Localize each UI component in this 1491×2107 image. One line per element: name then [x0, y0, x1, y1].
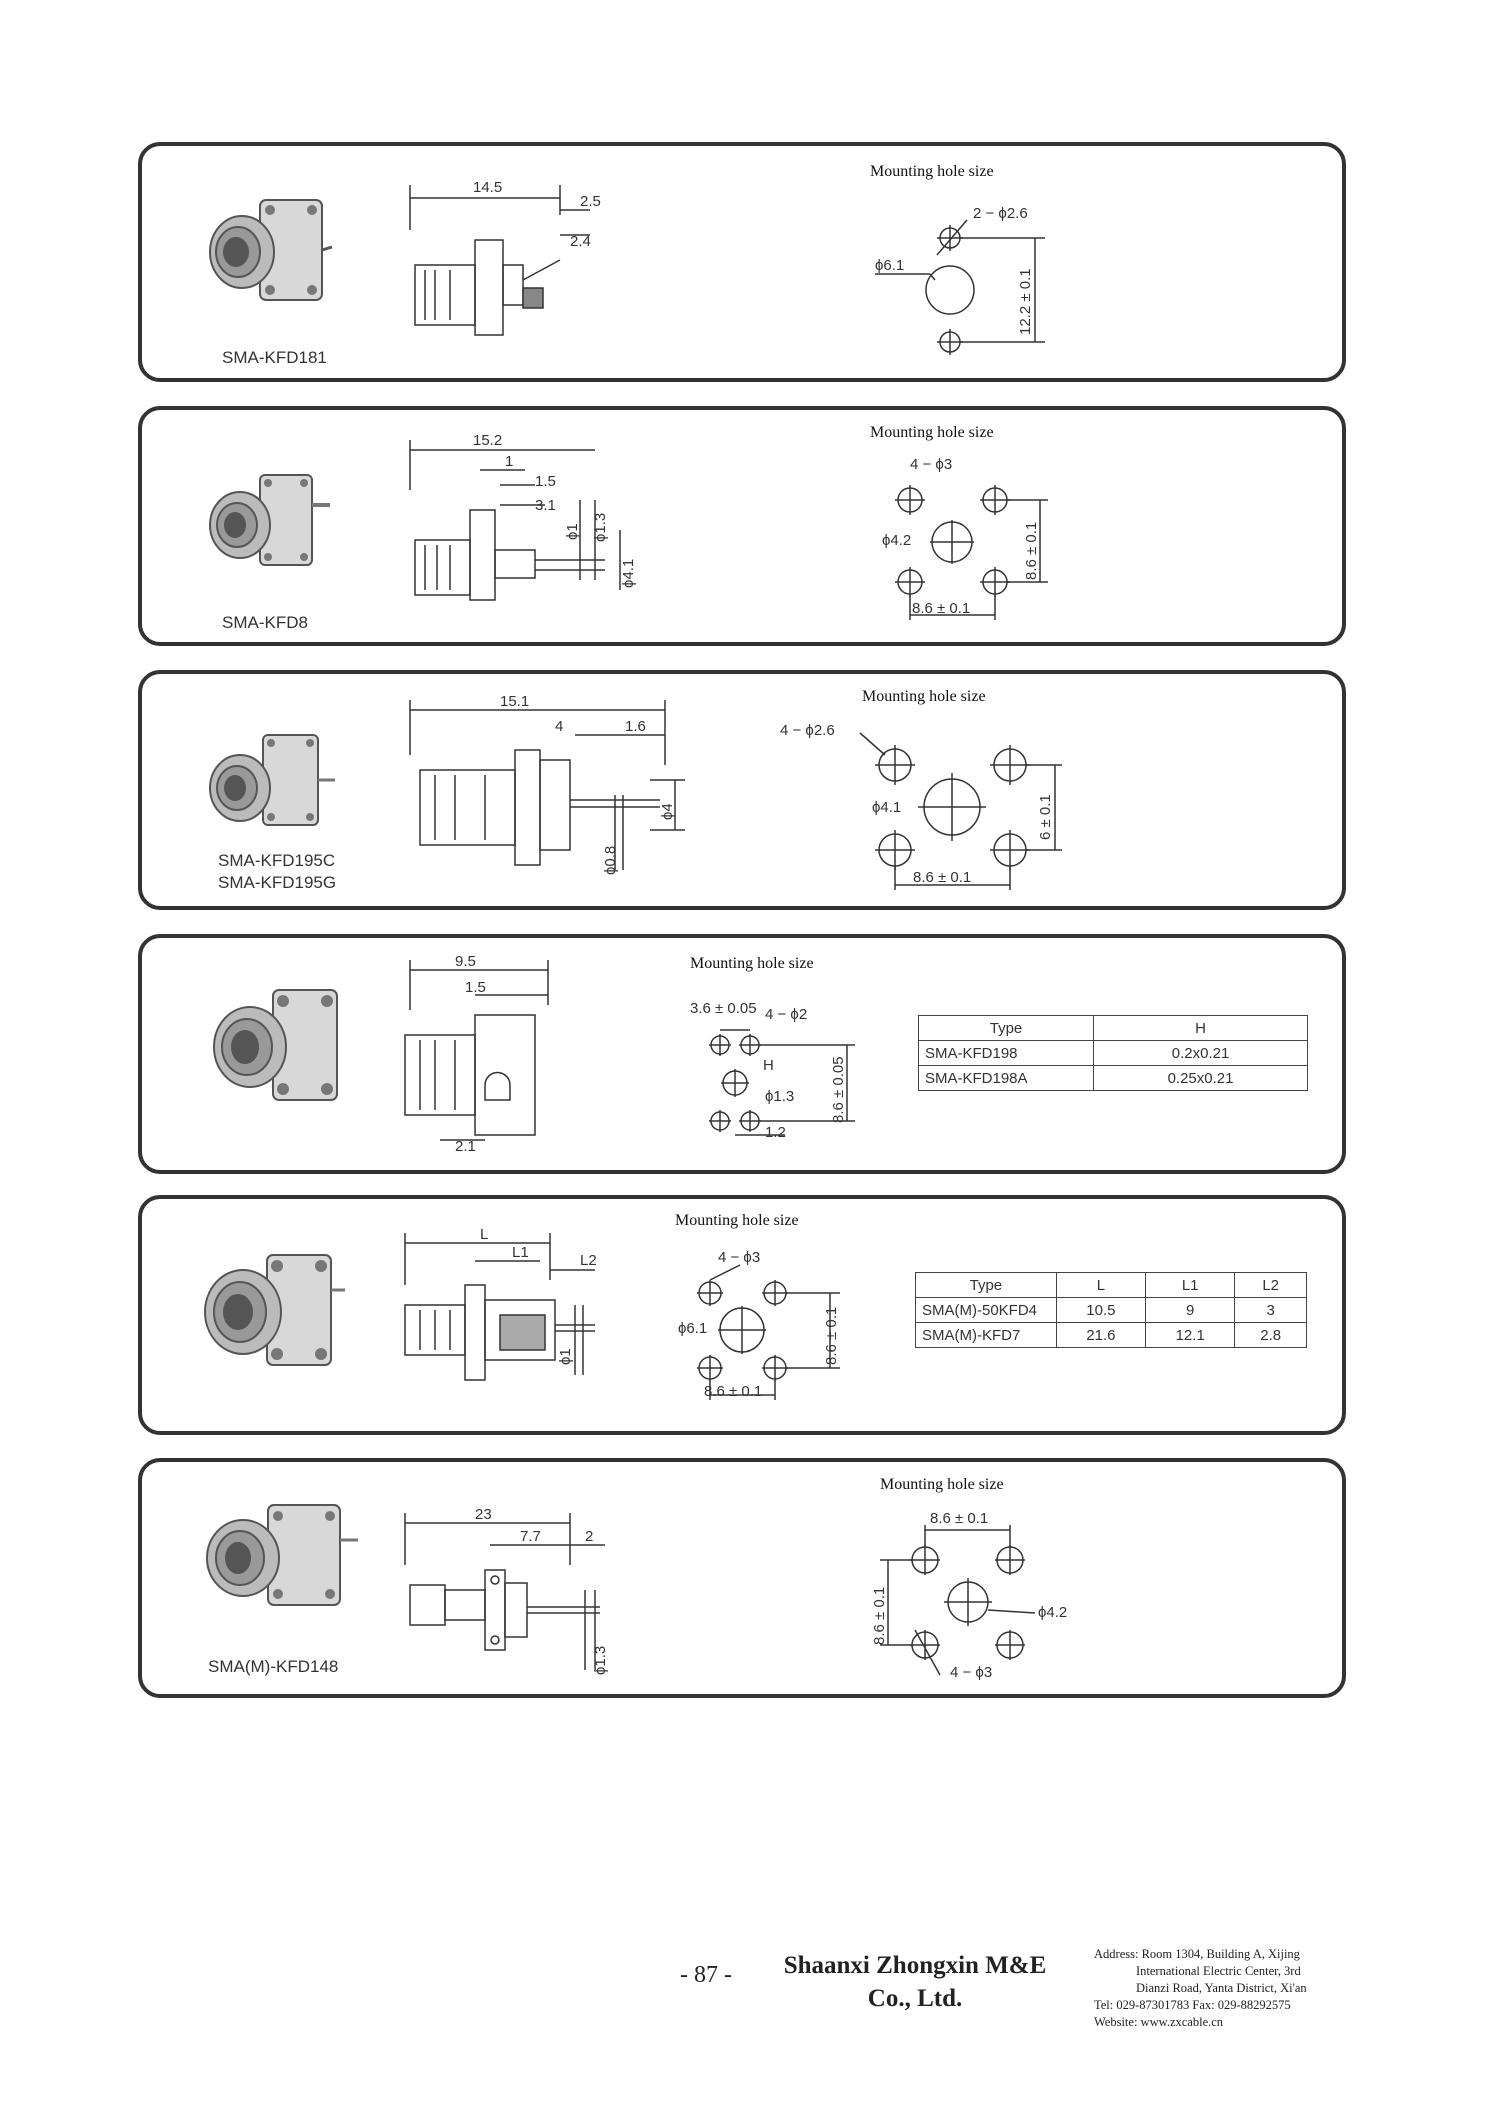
product-panel — [138, 142, 1346, 382]
mounting-hole-drawing: 3.6 ± 0.05 4 − ϕ2 H ϕ1.3 8.6 ± 0.05 1.2 — [690, 1000, 855, 1141]
svg-text:ϕ4.1: ϕ4.1 — [872, 799, 901, 816]
svg-text:8.6 ± 0.1: 8.6 ± 0.1 — [912, 600, 970, 617]
svg-text:ϕ4.2: ϕ4.2 — [1038, 1604, 1067, 1621]
svg-text:4 − ϕ2: 4 − ϕ2 — [765, 1006, 807, 1023]
svg-text:H: H — [763, 1057, 774, 1074]
mounting-hole-drawing: 2 − ϕ2.6 ϕ6.1 12.2 ± 0.1 — [875, 205, 1045, 355]
side-view-drawing: 15.1 4 1.6 ϕ4 ϕ0.8 — [409, 693, 685, 875]
svg-text:3.1: 3.1 — [535, 497, 556, 514]
svg-text:8.6 ± 0.1: 8.6 ± 0.1 — [704, 1383, 762, 1400]
svg-text:3.6 ± 0.05: 3.6 ± 0.05 — [690, 1000, 757, 1017]
svg-text:6 ± 0.1: 6 ± 0.1 — [1037, 794, 1054, 840]
svg-text:1: 1 — [505, 453, 513, 470]
mounting-hole-drawing: 8.6 ± 0.1 8.6 ± 0.1 ϕ4.2 4 − ϕ3 — [871, 1510, 1067, 1681]
svg-text:15.1: 15.1 — [500, 693, 529, 710]
svg-text:4 − ϕ2.6: 4 − ϕ2.6 — [780, 722, 835, 739]
svg-text:8.6 ± 0.1: 8.6 ± 0.1 — [1023, 522, 1040, 580]
svg-text:L1: L1 — [512, 1244, 529, 1261]
svg-text:2: 2 — [585, 1528, 593, 1545]
side-view-drawing: 14.5 2.5 2.4 — [409, 179, 601, 336]
svg-text:4 − ϕ3: 4 − ϕ3 — [910, 456, 952, 473]
product-label: SMA-KFD181 — [222, 348, 327, 367]
side-view-drawing: 23 7.7 2 ϕ1.3 — [404, 1506, 609, 1675]
company-address: Address: Room 1304, Building A, Xijing I… — [1094, 1947, 1307, 2029]
svg-text:ϕ4.1: ϕ4.1 — [620, 559, 637, 588]
connector-photo — [206, 1504, 358, 1606]
svg-text:7.7: 7.7 — [520, 1528, 541, 1545]
connector-photo — [209, 199, 333, 301]
svg-text:12.2 ± 0.1: 12.2 ± 0.1 — [1017, 268, 1034, 335]
mounting-hole-drawing: 4 − ϕ3 ϕ6.1 8.6 ± 0.1 8.6 ± 0.1 — [678, 1249, 840, 1400]
svg-text:4 − ϕ3: 4 − ϕ3 — [950, 1664, 992, 1681]
side-view-drawing: 9.5 1.5 2.1 — [404, 953, 549, 1155]
side-view-drawing: L L1 L2 ϕ1 — [404, 1226, 597, 1381]
svg-text:ϕ1: ϕ1 — [557, 1348, 574, 1365]
mounting-hole-drawing: 4 − ϕ3 ϕ4.2 8.6 ± 0.1 8.6 ± 0.1 — [882, 456, 1048, 620]
svg-text:1.5: 1.5 — [535, 473, 556, 490]
mounting-hole-label: Mounting hole size — [690, 955, 814, 972]
svg-text:1.2: 1.2 — [765, 1124, 786, 1141]
mounting-hole-label: Mounting hole size — [870, 163, 994, 180]
svg-text:8.6 ± 0.05: 8.6 ± 0.05 — [830, 1056, 847, 1123]
mounting-hole-label: Mounting hole size — [675, 1212, 799, 1229]
svg-text:ϕ1: ϕ1 — [564, 523, 581, 540]
svg-text:ϕ6.1: ϕ6.1 — [678, 1320, 707, 1337]
mounting-hole-label: Mounting hole size — [880, 1476, 1004, 1493]
page-number: - 87 - — [680, 1962, 732, 1988]
svg-text:8.6 ± 0.1: 8.6 ± 0.1 — [930, 1510, 988, 1527]
svg-text:ϕ4: ϕ4 — [659, 803, 676, 820]
svg-text:2.1: 2.1 — [455, 1138, 476, 1155]
svg-text:L2: L2 — [580, 1252, 597, 1269]
connector-photo — [213, 989, 338, 1101]
connector-photo — [209, 734, 335, 826]
svg-text:4 − ϕ3: 4 − ϕ3 — [718, 1249, 760, 1266]
svg-text:ϕ1.3: ϕ1.3 — [765, 1088, 794, 1105]
svg-text:2.5: 2.5 — [580, 193, 601, 210]
connector-photo — [204, 1254, 345, 1366]
product-panel — [138, 406, 1346, 646]
mounting-hole-drawing: 4 − ϕ2.6 ϕ4.1 6 ± 0.1 8.6 ± 0.1 — [780, 722, 1062, 890]
svg-text:L: L — [480, 1226, 488, 1243]
product-panel — [138, 670, 1346, 910]
svg-text:2 − ϕ2.6: 2 − ϕ2.6 — [973, 205, 1028, 222]
mounting-hole-label: Mounting hole size — [870, 424, 994, 441]
product-label: SMA-KFD8 — [222, 613, 308, 632]
svg-text:15.2: 15.2 — [473, 432, 502, 449]
company-name: Shaanxi Zhongxin M&E Co., Ltd. — [783, 1952, 1047, 2012]
svg-text:ϕ4.2: ϕ4.2 — [882, 532, 911, 549]
product-label: SMA(M)-KFD148 — [208, 1657, 339, 1676]
mounting-hole-label: Mounting hole size — [862, 688, 986, 705]
svg-text:ϕ0.8: ϕ0.8 — [602, 846, 619, 875]
side-view-drawing: 15.2 1 1.5 3.1 ϕ1 ϕ1.3 ϕ4.1 — [409, 432, 637, 601]
svg-text:1.5: 1.5 — [465, 979, 486, 996]
svg-text:8.6 ± 0.1: 8.6 ± 0.1 — [913, 869, 971, 886]
svg-text:23: 23 — [475, 1506, 492, 1523]
svg-text:1.6: 1.6 — [625, 718, 646, 735]
svg-text:8.6 ± 0.1: 8.6 ± 0.1 — [871, 1587, 888, 1645]
connector-photo — [209, 474, 330, 566]
svg-text:ϕ1.3: ϕ1.3 — [592, 513, 609, 542]
svg-text:ϕ6.1: ϕ6.1 — [875, 257, 904, 274]
svg-text:14.5: 14.5 — [473, 179, 502, 196]
svg-text:4: 4 — [555, 718, 563, 735]
svg-text:2.4: 2.4 — [570, 233, 591, 250]
svg-text:8.6 ± 0.1: 8.6 ± 0.1 — [823, 1307, 840, 1365]
svg-text:9.5: 9.5 — [455, 953, 476, 970]
svg-text:ϕ1.3: ϕ1.3 — [592, 1646, 609, 1675]
